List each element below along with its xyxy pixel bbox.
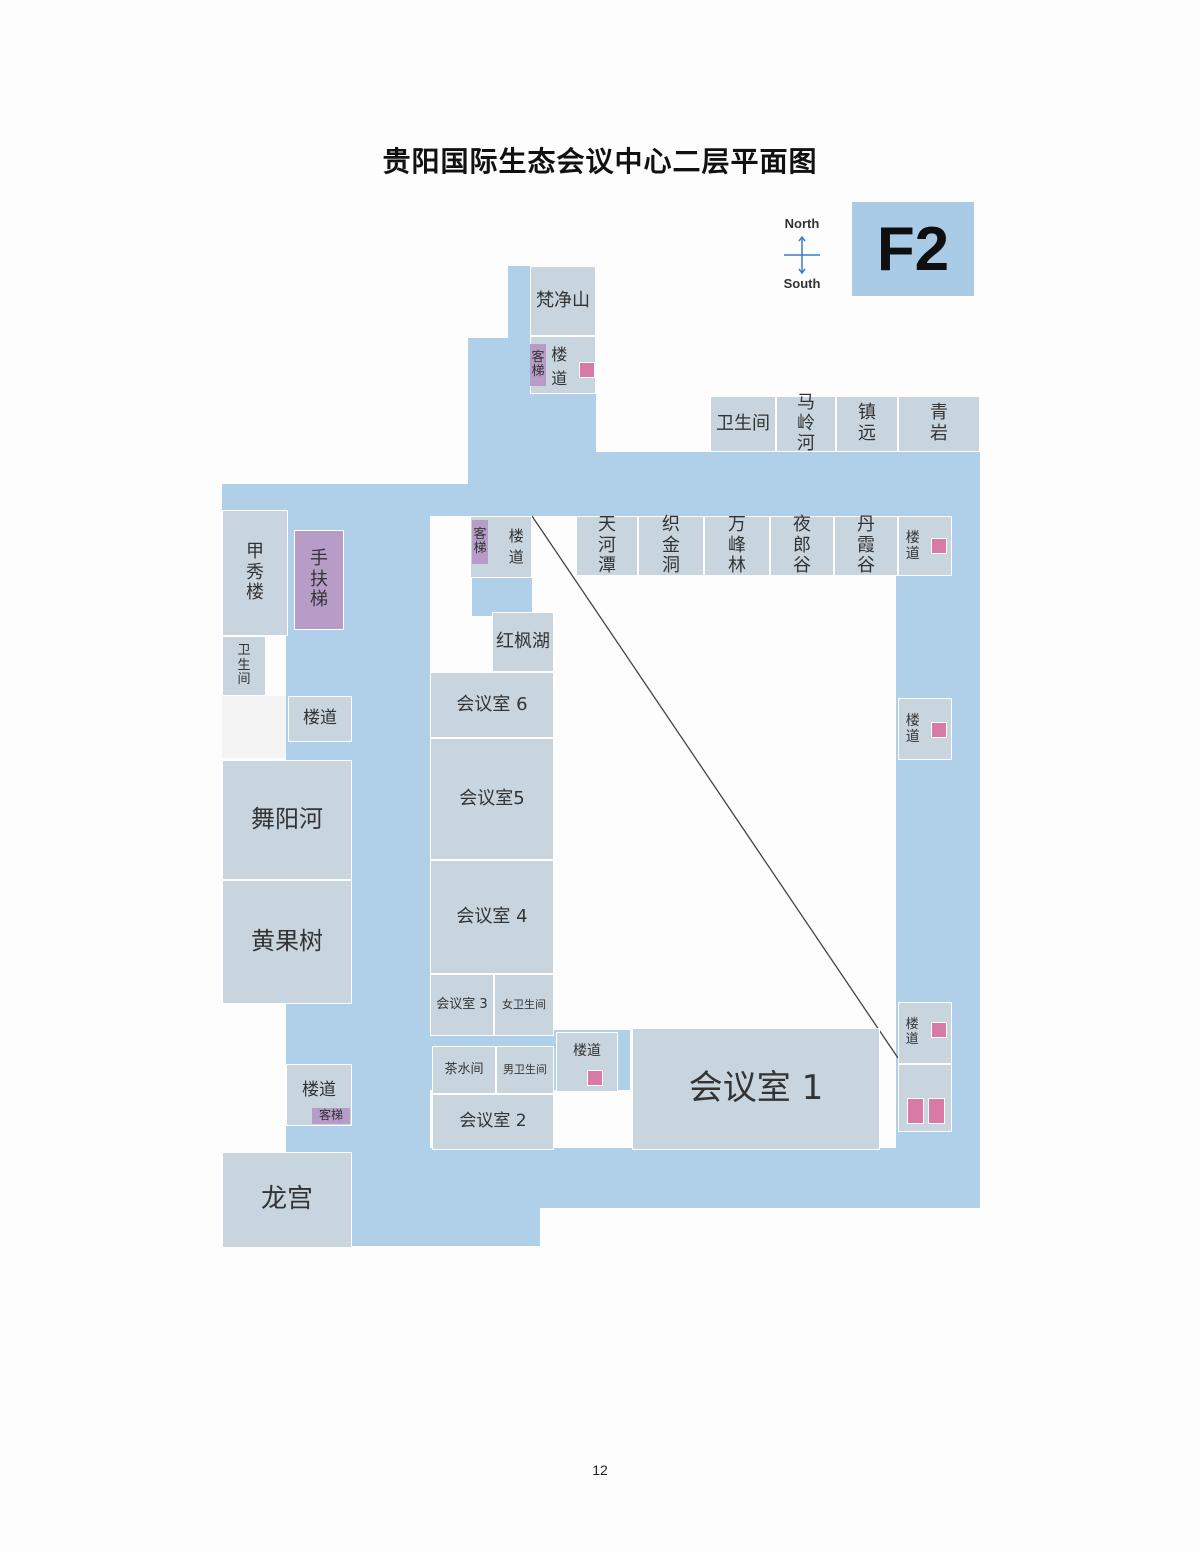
- compass-south-label: South: [783, 276, 821, 291]
- room-malinghe[interactable]: 马岭河: [776, 392, 836, 454]
- room-tianhetan[interactable]: 天河潭: [576, 514, 638, 576]
- room-qingyan[interactable]: 青岩: [898, 396, 980, 452]
- elevator-center[interactable]: 客梯: [472, 520, 488, 564]
- stair-marker-east: [931, 722, 947, 738]
- room-jiaxiulou[interactable]: 甲秀楼: [222, 510, 288, 636]
- room-hongfenghu[interactable]: 红枫湖: [492, 612, 554, 672]
- meeting-room-6[interactable]: 会议室 6: [430, 672, 554, 738]
- room-danxiagu[interactable]: 丹霞谷: [834, 514, 898, 576]
- room-restroom-top[interactable]: 卫生间: [710, 396, 776, 452]
- stair-label-center: 楼道: [508, 527, 524, 566]
- elevator-lower-left[interactable]: 客梯: [312, 1108, 350, 1124]
- elevator-marker-se-1: [907, 1098, 924, 1124]
- room-yelanggu[interactable]: 夜郎谷: [770, 514, 834, 576]
- elevator-marker-se-2: [928, 1098, 945, 1124]
- room-male-restroom[interactable]: 男卫生间: [496, 1046, 554, 1094]
- meeting-room-3[interactable]: 会议室 3: [430, 974, 494, 1036]
- meeting-room-1[interactable]: 会议室 1: [632, 1028, 880, 1150]
- room-female-restroom[interactable]: 女卫生间: [494, 974, 554, 1036]
- page-title: 贵阳国际生态会议中心二层平面图: [382, 145, 818, 178]
- compass-arrows-icon: [784, 235, 820, 275]
- room-huangguoshu[interactable]: 黄果树: [222, 880, 352, 1004]
- room-longgong[interactable]: 龙宫: [222, 1152, 352, 1248]
- corridor-top-band: [468, 452, 980, 516]
- room-wanfenglin[interactable]: 万峰林: [704, 514, 770, 576]
- room-wuyanghe[interactable]: 舞阳河: [222, 760, 352, 880]
- blank-area-west: [222, 696, 286, 758]
- stair-marker-north: [579, 362, 595, 378]
- elevator-north[interactable]: 客梯: [530, 344, 546, 386]
- meeting-room-2[interactable]: 会议室 2: [432, 1094, 554, 1150]
- stair-label-north: 楼道: [551, 345, 568, 388]
- room-fanjingshan[interactable]: 梵净山: [530, 266, 596, 336]
- escalator[interactable]: 手扶梯: [294, 530, 344, 630]
- meeting-room-5[interactable]: 会议室5: [430, 738, 554, 860]
- floor-badge: F2: [852, 202, 974, 296]
- meeting-room-4[interactable]: 会议室 4: [430, 860, 554, 974]
- compass-north-label: North: [784, 216, 820, 231]
- corridor-south-band: [286, 1148, 980, 1208]
- room-tea[interactable]: 茶水间: [432, 1046, 496, 1094]
- stairwell-west[interactable]: 楼道: [288, 696, 352, 742]
- page-number: 12: [592, 1462, 608, 1478]
- stair-marker-se: [931, 1022, 947, 1038]
- room-zhenyuan[interactable]: 镇远: [836, 396, 898, 452]
- compass: North South: [770, 216, 834, 296]
- room-restroom-left[interactable]: 卫生间: [222, 636, 266, 696]
- room-zhijindong[interactable]: 织金洞: [638, 514, 704, 576]
- stair-marker-mid-bottom: [587, 1070, 603, 1086]
- stair-marker-ne: [931, 538, 947, 554]
